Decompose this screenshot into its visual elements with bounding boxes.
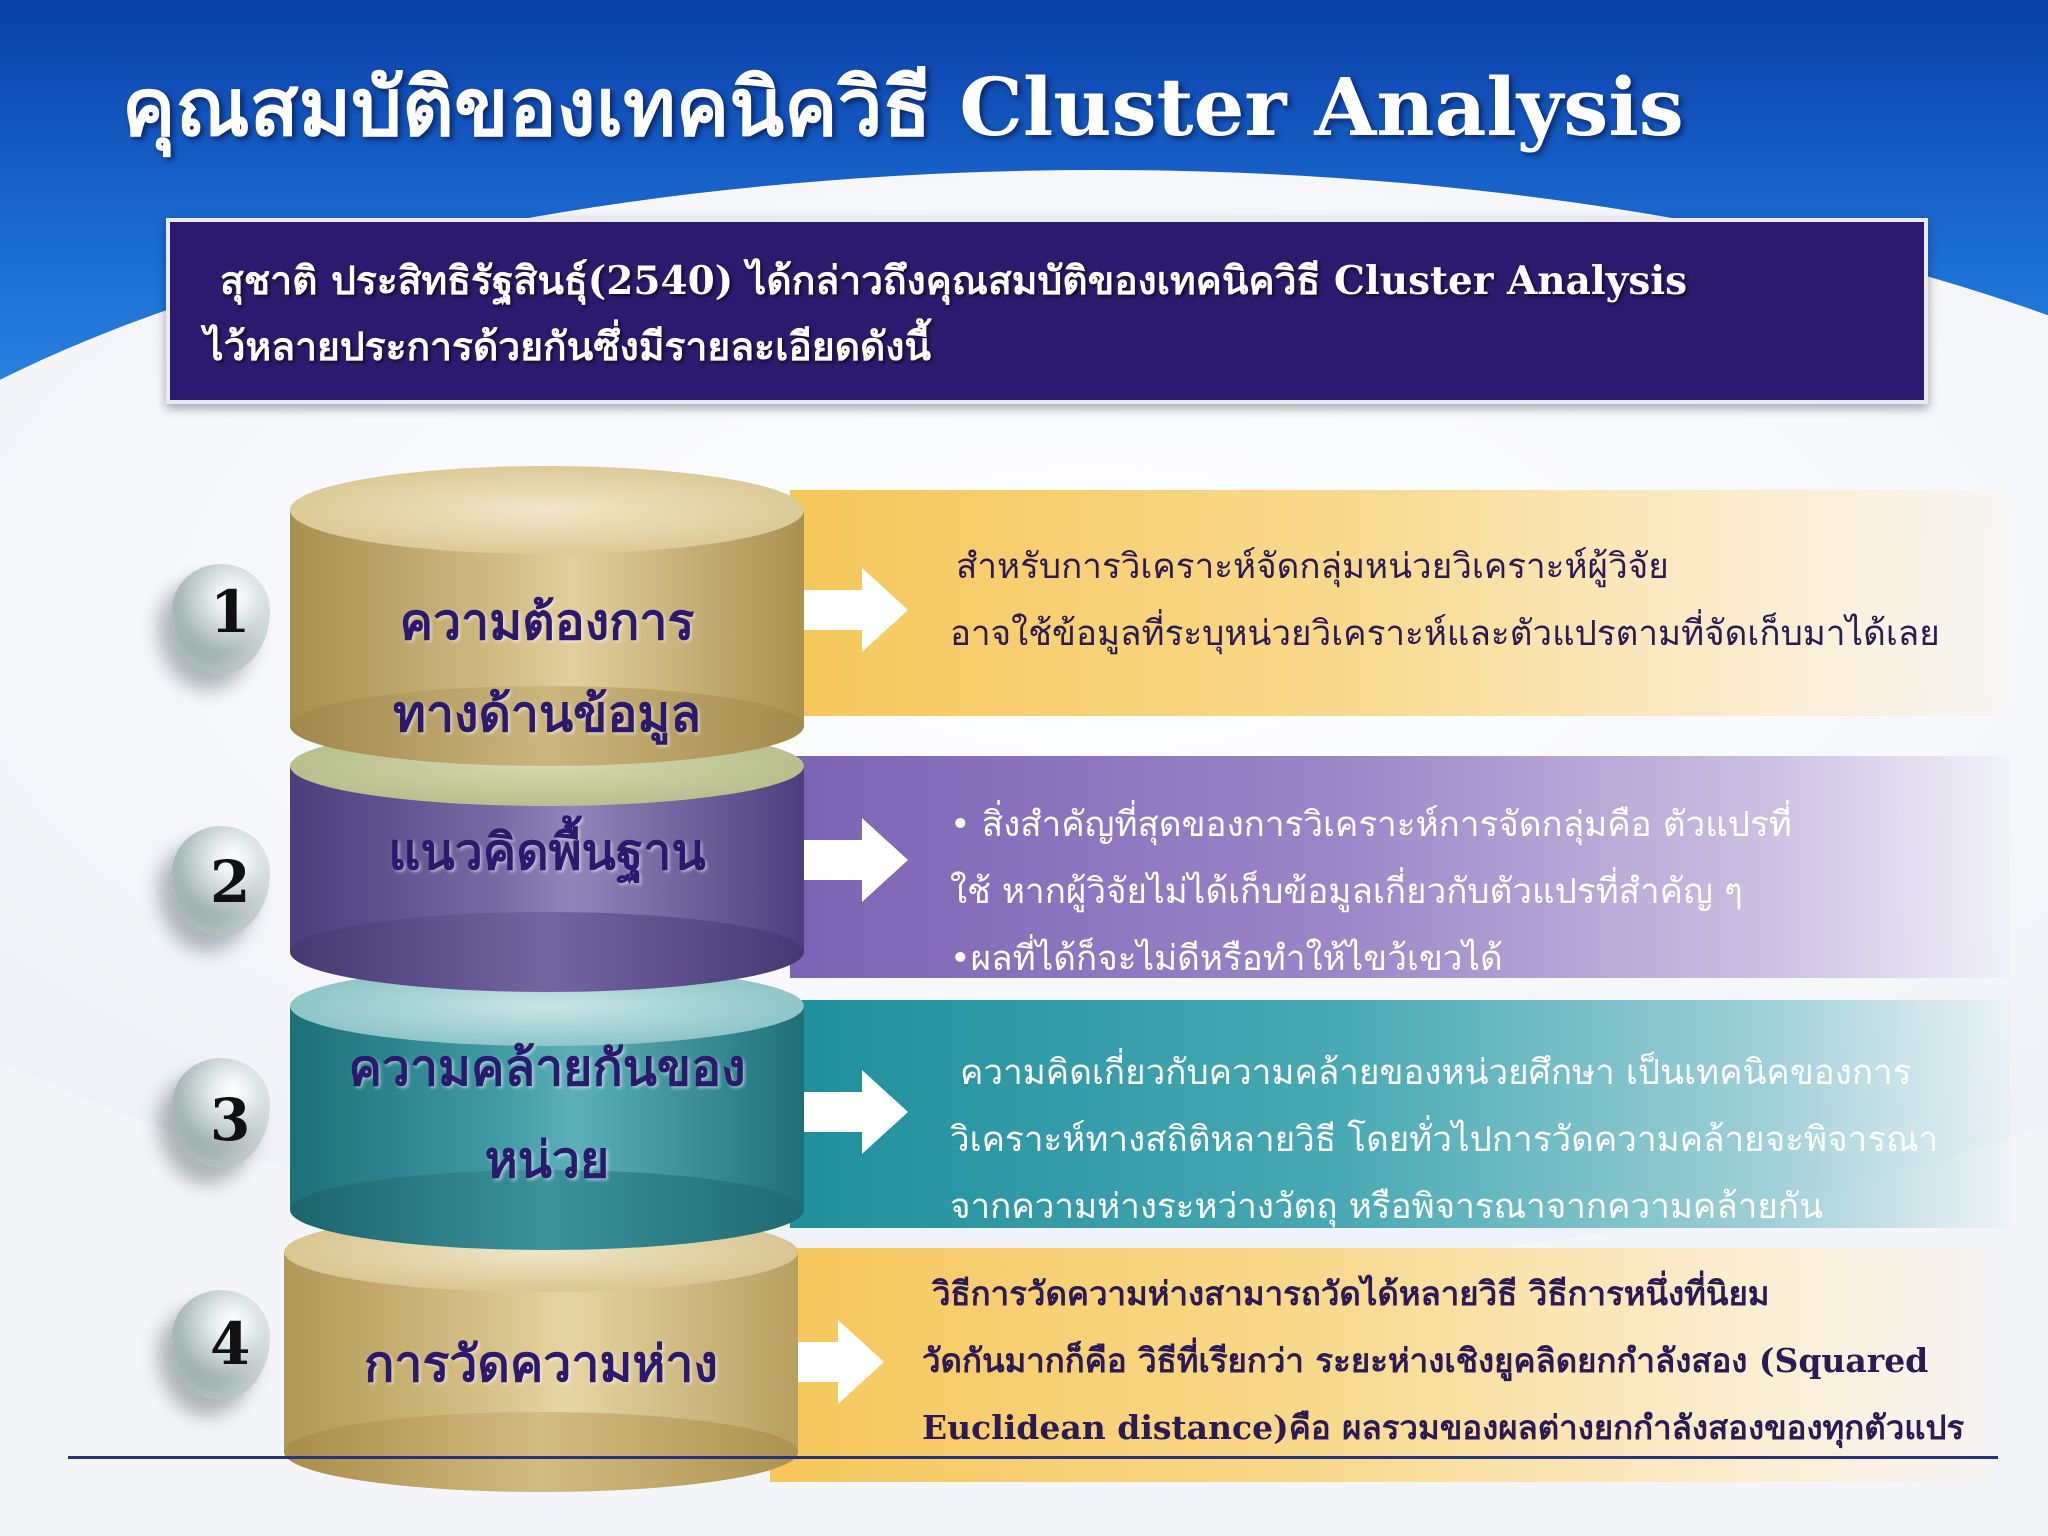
cylinder-label-4: การวัดความห่าง [284,1318,798,1410]
droplet-icon [172,1058,270,1168]
cylinder-label-line: การวัดความห่าง [364,1334,718,1393]
description-3: ความคิดเกี่ยวกับความคล้ายของหน่วยศึกษา เ… [950,1040,2010,1241]
slide-title: คุณสมบัติของเทคนิควิธี Cluster Analysis [122,60,1684,154]
droplet-icon [172,826,270,936]
divider-line [68,1456,1998,1459]
description-band-2: • สิ่งสำคัญที่สุดของการวิเคราะห์การจัดกล… [790,756,2010,979]
description-1: สำหรับการวิเคราะห์จัดกลุ่มหน่วยวิเคราะห์… [950,534,2010,668]
description-line: ความคิดเกี่ยวกับความคล้ายของหน่วยศึกษา เ… [960,1053,1912,1093]
cylinder-bottom [284,1412,798,1492]
arrow-right-icon [800,568,908,652]
description-line: Euclidean distance)คือ ผลรวมของผลต่างยกก… [922,1408,1965,1447]
cylinder-label-3: ความคล้ายกันของ หน่วย [290,1022,804,1206]
description-4: วิธีการวัดความห่างสามารถวัดได้หลายวิธี ว… [922,1260,1982,1461]
cylinder-bottom [290,912,804,992]
cylinder-label-line: ความคล้ายกันของ [348,1038,746,1097]
intro-box: สุชาติ ประสิทธิรัฐสินธุ์(2540) ได้กล่าวถ… [166,218,1928,404]
cylinder-label-line: แนวคิดพื้นฐาน [388,822,706,881]
arrow-right-icon [800,1070,908,1154]
description-line: วัดกันมากก็คือ วิธีที่เรียกว่า ระยะห่างเ… [922,1341,1929,1380]
item-number-4: 4 [210,1310,251,1378]
description-line: อาจใช้ข้อมูลที่ระบุหน่วยวิเคราะห์และตัวแ… [950,614,1940,654]
description-line: • สิ่งสำคัญที่สุดของการวิเคราะห์การจัดกล… [950,805,1792,845]
cylinder-3: ความคล้ายกันของ หน่วย [290,966,804,1250]
description-line: •ผลที่ได้ก็จะไม่ดีหรือทำให้ไขว้เขวได้ [950,939,1503,979]
cylinder-label-line: ทางด้านข้อมูล [393,684,701,743]
item-number-3: 3 [210,1086,251,1154]
cylinder-label-line: ความต้องการ [399,592,695,651]
cylinder-1: ความต้องการ ทางด้านข้อมูล [290,466,804,766]
droplet-icon [172,1290,270,1400]
description-line: วิธีการวัดความห่างสามารถวัดได้หลายวิธี ว… [932,1274,1770,1313]
cylinder-bottom [290,1170,804,1250]
cylinder-label-2: แนวคิดพื้นฐาน [290,806,804,898]
item-number-2: 2 [210,848,251,916]
description-line: วิเคราะห์ทางสถิติหลายวิธี โดยทั่วไปการวั… [950,1120,1939,1160]
intro-line-1: สุชาติ ประสิทธิรัฐสินธุ์(2540) ได้กล่าวถ… [220,258,1688,304]
cylinder-top [290,466,804,554]
description-line: ใช้ หากผู้วิจัยไม่ได้เก็บข้อมูลเกี่ยวกับ… [950,872,1743,912]
arrow-right-icon [800,818,908,902]
cylinder-label-line: หน่วย [484,1130,610,1189]
description-band-4: วิธีการวัดความห่างสามารถวัดได้หลายวิธี ว… [770,1248,1990,1482]
intro-line-2: ไว้หลายประการด้วยกันซึ่งมีรายละเอียดดังน… [204,324,932,370]
cylinder-4: การวัดความห่าง [284,1212,798,1494]
arrow-right-icon [776,1320,884,1404]
cylinder-bottom [290,686,804,766]
cylinder-label-1: ความต้องการ ทางด้านข้อมูล [290,576,804,760]
item-number-1: 1 [210,578,251,646]
description-band-3: ความคิดเกี่ยวกับความคล้ายของหน่วยศึกษา เ… [790,1000,2010,1228]
description-line: สำหรับการวิเคราะห์จัดกลุ่มหน่วยวิเคราะห์… [956,547,1669,587]
description-2: • สิ่งสำคัญที่สุดของการวิเคราะห์การจัดกล… [950,792,2010,993]
description-line: จากความห่างระหว่างวัตถุ หรือพิจารณาจากคว… [950,1187,1824,1227]
droplet-icon [172,564,270,674]
description-band-1: สำหรับการวิเคราะห์จัดกลุ่มหน่วยวิเคราะห์… [790,490,2010,716]
